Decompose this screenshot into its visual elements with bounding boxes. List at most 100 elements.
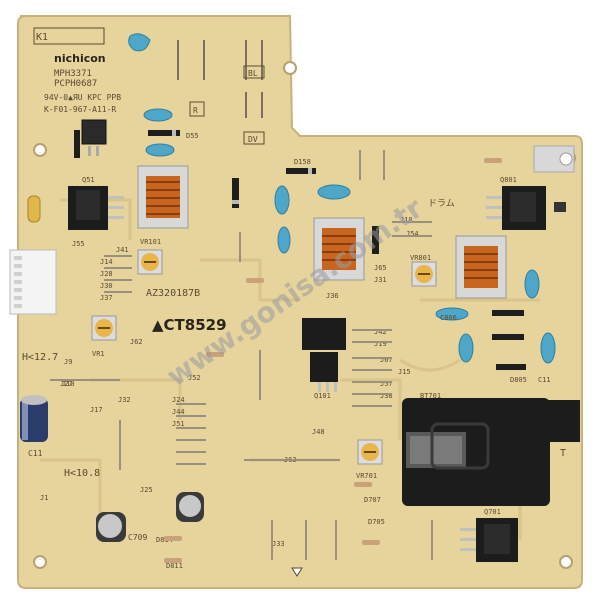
capacitor-c55 (145, 143, 175, 157)
svg-text:D811: D811 (166, 562, 183, 570)
svg-text:J48: J48 (312, 428, 325, 436)
transistor-q101 (302, 318, 346, 392)
svg-text:C11: C11 (538, 376, 551, 384)
top-silk-boxes (189, 65, 265, 145)
h108-text: H<10.8 (64, 468, 100, 479)
svg-text:J65: J65 (374, 264, 387, 272)
svg-text:J1: J1 (40, 494, 48, 502)
svg-text:VR1: VR1 (92, 350, 105, 358)
svg-text:C806: C806 (440, 314, 457, 322)
capacitor-right-top (524, 269, 540, 299)
svg-text:J62: J62 (130, 338, 143, 346)
code2-text: ▲CT8529 (152, 316, 227, 334)
ref-labels-left: J55 J41 J14 J28 J30 J37 J62 J27 J9 J10 J… (40, 240, 153, 502)
transistor-q801 (486, 186, 566, 230)
capacitor-c807 (435, 307, 469, 321)
svg-text:J15: J15 (398, 368, 411, 376)
dv-text: DV (248, 135, 258, 144)
svg-text:Q51: Q51 (82, 176, 95, 184)
transformer-center (313, 217, 365, 281)
svg-text:D707: D707 (364, 496, 381, 504)
k1-label: K1 (33, 27, 105, 45)
model2-text: PCPH0687 (54, 79, 97, 89)
ref-labels-components: Q51 Q101 Q801 Q701 D55 D158 D805 D707 D7… (82, 132, 551, 570)
svg-text:D158: D158 (294, 158, 311, 166)
svg-text:J27: J27 (60, 380, 73, 388)
t-text: T (560, 448, 566, 459)
svg-text:J41: J41 (116, 246, 129, 254)
svg-text:J44: J44 (172, 408, 185, 416)
partno-text: K-F01-967-A11-R (44, 105, 116, 114)
svg-text:J36: J36 (326, 292, 339, 300)
capacitor-c107 (277, 226, 291, 254)
transistor-q51 (68, 186, 124, 230)
svg-text:J18: J18 (400, 216, 413, 224)
svg-text:J17: J17 (90, 406, 103, 414)
svg-text:J54: J54 (406, 230, 419, 238)
diodes (74, 130, 526, 370)
capacitor-c805 (458, 333, 474, 363)
svg-text:BT701: BT701 (420, 392, 441, 400)
svg-text:J57: J57 (380, 380, 393, 388)
trimmer-vr101 (137, 249, 163, 275)
svg-text:VR801: VR801 (410, 254, 431, 262)
svg-text:VR101: VR101 (140, 238, 161, 246)
capacitor-yellow (27, 195, 41, 223)
svg-text:J52: J52 (188, 374, 201, 382)
trimmer-vr701 (357, 439, 383, 465)
trimmers (91, 249, 437, 465)
capacitor-c709 (96, 512, 126, 542)
svg-text:J19: J19 (374, 340, 387, 348)
h127-text: H<12.7 (22, 352, 58, 363)
resistors (164, 158, 502, 563)
svg-text:J24: J24 (172, 396, 185, 404)
brand-text: nichicon (54, 52, 106, 65)
svg-text:J31: J31 (374, 276, 387, 284)
connector-cn1 (9, 249, 57, 315)
model1-text: MPH3371 (54, 69, 92, 79)
trimmer-vr1 (91, 315, 117, 341)
top-jumpers (177, 40, 263, 118)
svg-text:J37: J37 (100, 294, 113, 302)
transformer-left (137, 165, 189, 229)
bl-text: BL (248, 69, 258, 78)
arrow-marker (291, 567, 303, 577)
code1-text: AZ320187B (146, 288, 200, 299)
k1-text: K1 (36, 32, 48, 43)
c11-text: C11 (28, 449, 43, 458)
capacitor-c110 (128, 33, 151, 52)
transformer-right (455, 235, 507, 299)
ref-labels-right: J18 J54 J65 J31 J42 J19 J67 J15 J57 J38 (374, 216, 419, 400)
capacitor-c106 (274, 185, 290, 215)
terminal-top-right (533, 145, 575, 173)
svg-text:J14: J14 (100, 258, 113, 266)
svg-text:J32: J32 (118, 396, 131, 404)
svg-text:VR701: VR701 (356, 472, 377, 480)
blue-capacitors (128, 33, 556, 364)
svg-text:J10: J10 (62, 380, 75, 388)
capacitor-c56 (143, 108, 173, 122)
transistor-pc101 (81, 119, 107, 156)
svg-text:Q801: Q801 (500, 176, 517, 184)
svg-text:J38: J38 (380, 392, 393, 400)
rating-text: 94V-0▲ЯU KPC PPB (44, 93, 121, 102)
svg-text:J33: J33 (272, 540, 285, 548)
svg-text:Q101: Q101 (314, 392, 331, 400)
svg-text:J28: J28 (100, 270, 113, 278)
capacitor-c12 (176, 492, 204, 522)
svg-text:J51: J51 (172, 420, 185, 428)
transistor-q701 (460, 518, 518, 562)
svg-text:J9: J9 (64, 358, 72, 366)
svg-text:J25: J25 (140, 486, 153, 494)
capacitor-c806 (540, 332, 556, 364)
hv-connector-bt701 (402, 398, 580, 506)
r-text: R (193, 106, 198, 115)
svg-text:D805: D805 (510, 376, 527, 384)
svg-text:J67: J67 (380, 356, 393, 364)
capacitor-c11 (20, 395, 48, 442)
capacitor-top-mid (317, 184, 351, 200)
svg-text:J55: J55 (72, 240, 85, 248)
c709-text: C709 (128, 533, 147, 542)
svg-text:D705: D705 (368, 518, 385, 526)
